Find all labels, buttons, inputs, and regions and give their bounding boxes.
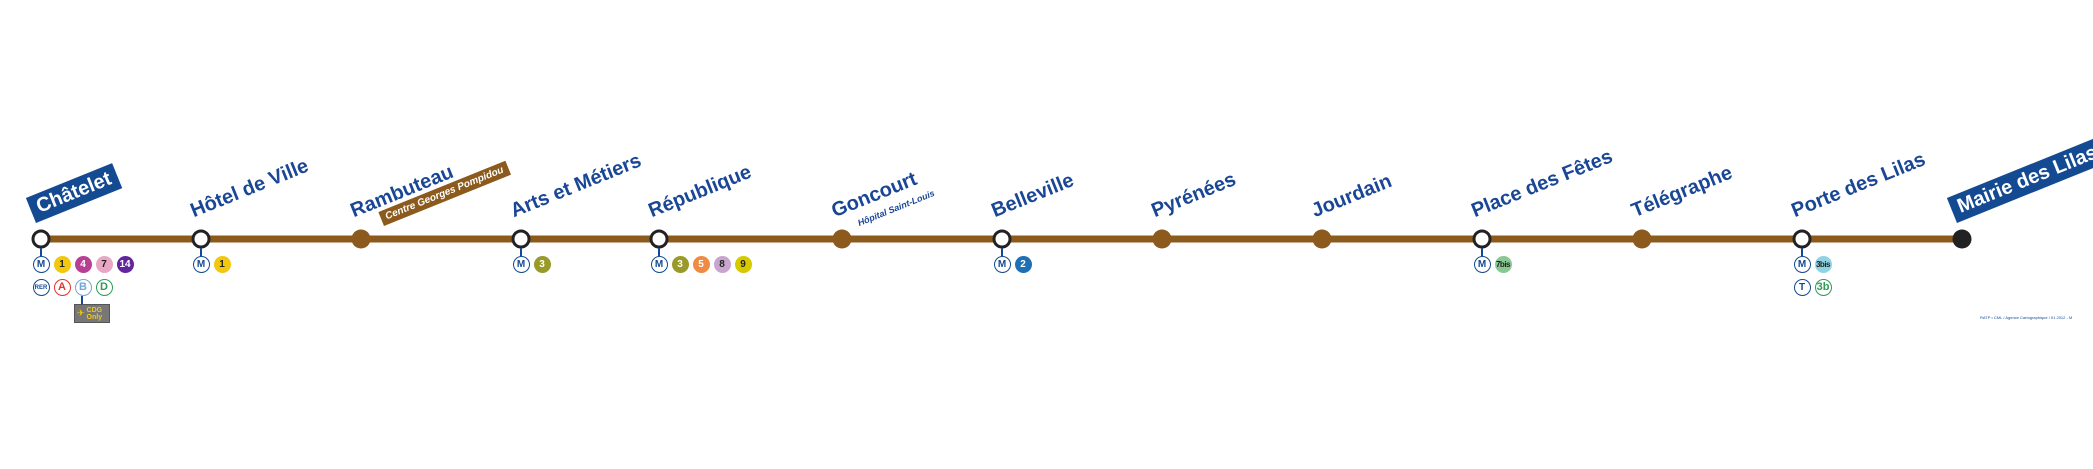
connector-tick [658,248,660,256]
cdg-airport-sign: ✈CDG Only [74,304,110,323]
station-dot-belleville [992,229,1012,249]
line-4-badge: 4 [74,256,92,273]
line-2-badge: 2 [1014,256,1032,273]
metro-icon: M [650,256,668,273]
connector-tick [1001,248,1003,256]
line-5-badge: 5 [692,256,710,273]
metro-icon: M [192,256,210,273]
tram-3b-badge: 3b [1814,279,1832,296]
line-1-badge: 1 [53,256,71,273]
metro-icon: M [512,256,530,273]
rer-d-badge: D [95,279,113,296]
line-3-badge: 3 [671,256,689,273]
connector-tick [40,248,42,256]
station-dot-hotel-de-ville [191,229,211,249]
rer-b-badge: B [74,279,92,296]
line-9-badge: 9 [734,256,752,273]
line-3-badge: 3 [533,256,551,273]
station-dot-arts-et-metiers [511,229,531,249]
airplane-icon: ✈ [77,308,85,318]
connector-tick [1481,248,1483,256]
map-credit: RATP • CML / Agence Cartographique / 01 … [1980,315,2073,320]
line-7bis-badge: 7bis [1494,256,1512,273]
line-7-badge: 7 [95,256,113,273]
station-dot-mairie-des-lilas [1952,229,1972,249]
connector-tick [81,296,83,304]
line-1-badge: 1 [213,256,231,273]
rer-icon: RER [32,279,50,296]
line-3bis-badge: 3bis [1814,256,1832,273]
station-dot-chatelet [31,229,51,249]
metro-icon: M [32,256,50,273]
station-dot-pyrenees [1152,229,1172,249]
station-dot-telegraphe [1632,229,1652,249]
metro-icon: M [993,256,1011,273]
line-8-badge: 8 [713,256,731,273]
metro-icon: M [1473,256,1491,273]
connector-tick [200,248,202,256]
station-dot-jourdain [1312,229,1332,249]
cdg-label: CDG Only [86,306,103,321]
rer-a-badge: A [53,279,71,296]
tram-icon: T [1793,279,1811,296]
station-dot-republique [649,229,669,249]
station-dot-goncourt [832,229,852,249]
station-dot-porte-des-lilas [1792,229,1812,249]
station-dot-place-des-fetes [1472,229,1492,249]
connector-tick [520,248,522,256]
station-dot-rambuteau [351,229,371,249]
line-14-badge: 14 [116,256,134,273]
connector-tick [1801,248,1803,256]
metro-icon: M [1793,256,1811,273]
